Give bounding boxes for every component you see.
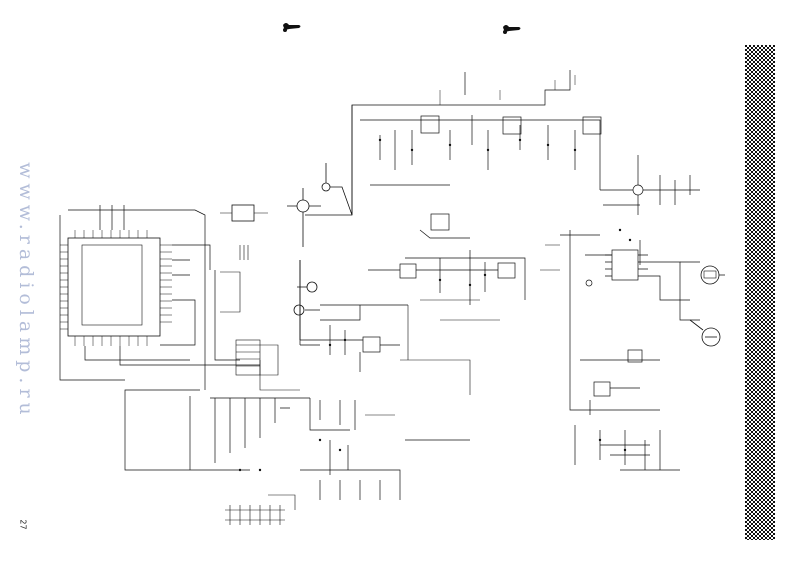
output-jack-lower xyxy=(689,319,721,347)
filter-stage-top xyxy=(305,70,602,216)
ic-upper-middle xyxy=(220,204,268,222)
mcu-bus-wiring xyxy=(59,205,260,471)
hand-pointer-icon xyxy=(503,25,521,34)
amp-stage-lower-right xyxy=(569,340,680,471)
transistor-q2 xyxy=(293,260,320,340)
page-number: 27 xyxy=(18,519,28,530)
connector-block xyxy=(220,245,279,376)
output-transistor-stage xyxy=(600,155,700,215)
bottom-power-section xyxy=(210,397,470,500)
microcontroller-ic xyxy=(60,230,172,346)
hand-pointer-icon xyxy=(283,23,301,32)
scan-edge-strip xyxy=(745,45,775,540)
bottom-terminal-strip xyxy=(225,494,296,525)
transistor-q1 xyxy=(287,188,321,247)
lower-mid-stage xyxy=(299,260,408,372)
transistor-q3 xyxy=(321,104,360,216)
misc-traces xyxy=(259,244,560,416)
center-ic-array xyxy=(368,213,526,305)
component-markers xyxy=(238,138,632,472)
output-jack-upper xyxy=(680,261,725,285)
watermark: www.radiolamp.ru xyxy=(15,162,37,420)
decoder-ic xyxy=(560,230,700,340)
